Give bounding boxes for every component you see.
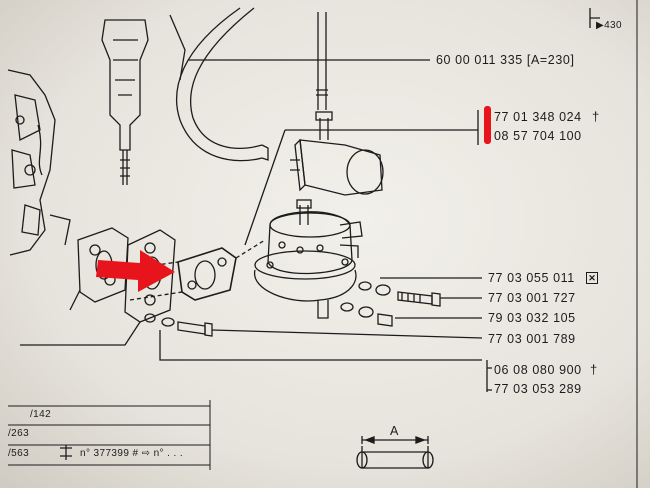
- bolt-789: [177, 321, 206, 335]
- pump-top-housing: [299, 139, 383, 196]
- fuel-hose: [175, 7, 263, 162]
- part-number-60000011335: 60 00 011 335 [A=230]: [436, 53, 575, 67]
- highlight-bar: [484, 106, 491, 144]
- bolt-727: [397, 291, 433, 305]
- red-arrow-icon: [96, 250, 175, 292]
- engine-block-outline: [7, 69, 56, 256]
- gasket-left: [77, 227, 129, 303]
- part-number-7703053289: 77 03 053 289: [494, 382, 582, 396]
- part-number-0857704100: 08 57 704 100: [494, 129, 582, 143]
- corner-code: ▶430: [596, 20, 622, 31]
- part-number-7703055011: 77 03 055 011: [488, 271, 575, 285]
- part-number-0608080900: 06 08 080 900: [494, 363, 582, 377]
- dagger-mark-2: †: [590, 362, 598, 377]
- dagger-mark: †: [592, 109, 600, 124]
- gasket-right: [177, 247, 237, 301]
- part-number-7703001789: 77 03 001 789: [488, 332, 576, 346]
- part-number-7701348024: 77 01 348 024: [494, 110, 582, 124]
- dimension-a-label: A: [390, 424, 399, 438]
- gasket-spacer: [124, 229, 176, 323]
- part-number-7703001727: 77 03 001 727: [488, 291, 576, 305]
- part-number-7903032105: 79 03 032 105: [488, 311, 576, 325]
- pin-drawing: [361, 451, 429, 469]
- distributor-body: [101, 19, 149, 151]
- footer-ref-142: /142: [30, 409, 52, 420]
- footer-ref-263: /263: [8, 428, 30, 439]
- vacuum-hose: [317, 12, 327, 110]
- footer-ref-563: /563: [8, 448, 30, 459]
- cross-box-icon: ✕: [586, 272, 598, 284]
- footer-serial-range: n° 377399 # ⇨ n° . . .: [80, 448, 184, 459]
